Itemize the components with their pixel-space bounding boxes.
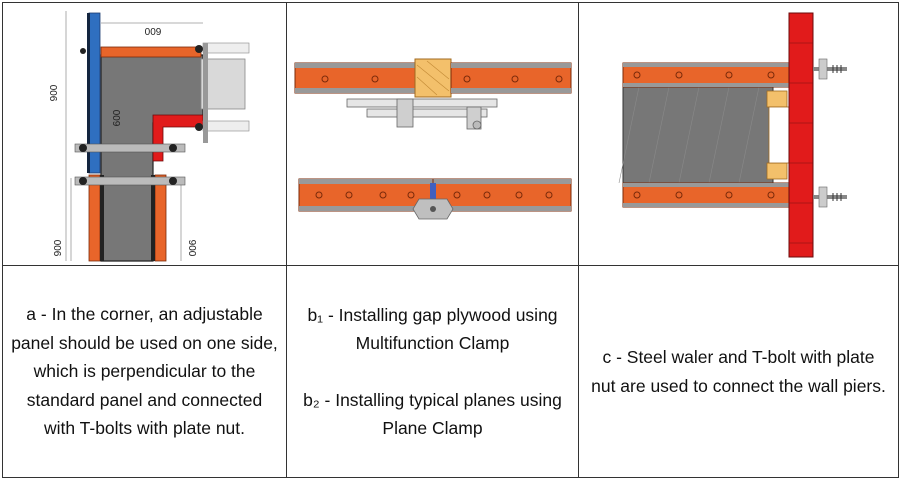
red-corner-panel xyxy=(152,114,204,162)
orange-top-panel xyxy=(100,46,202,58)
steel-waler-lower xyxy=(74,176,186,186)
caption-b2: b₂ - Installing typical planes using Pla… xyxy=(303,389,562,439)
figure-b-cell xyxy=(286,2,579,266)
caption-b-cell: b₁ - Installing gap plywood using Multif… xyxy=(286,265,579,478)
caption-a: a - In the corner, an adjustable panel s… xyxy=(11,304,278,439)
orange-right-lower-panel xyxy=(154,174,167,262)
dim-top: 009 xyxy=(145,27,162,38)
b1-panels xyxy=(294,58,572,98)
caption-c-cell: c - Steel waler and T-bolt with plate nu… xyxy=(578,265,899,478)
tbolts-with-plate-nut xyxy=(813,58,847,208)
caption-a-cell: a - In the corner, an adjustable panel s… xyxy=(2,265,287,478)
right-bracket-block xyxy=(200,58,246,110)
dim-bottom-left: 900 xyxy=(53,239,64,256)
corner-panel-diagram: 009 900 600 900 900 xyxy=(49,11,250,262)
pier-concrete xyxy=(622,86,774,184)
dim-bottom-right: 900 xyxy=(186,240,197,257)
clamp-diagram xyxy=(294,58,572,220)
dim-left: 900 xyxy=(49,84,60,101)
orange-left-lower-panel xyxy=(88,174,101,262)
figure-c-cell xyxy=(578,2,899,266)
steel-waler xyxy=(788,12,814,258)
figure-a-cell: 009 900 600 900 900 xyxy=(2,2,287,266)
caption-c: c - Steel waler and T-bolt with plate nu… xyxy=(591,347,886,396)
plane-clamp xyxy=(412,183,454,220)
steel-waler-upper xyxy=(74,143,186,153)
tbolts xyxy=(79,45,203,185)
multifunction-clamp xyxy=(346,98,498,130)
wall-pier-diagram xyxy=(618,12,847,258)
dim-inner: 600 xyxy=(112,109,123,126)
caption-b1: b₁ - Installing gap plywood using Multif… xyxy=(307,304,558,354)
